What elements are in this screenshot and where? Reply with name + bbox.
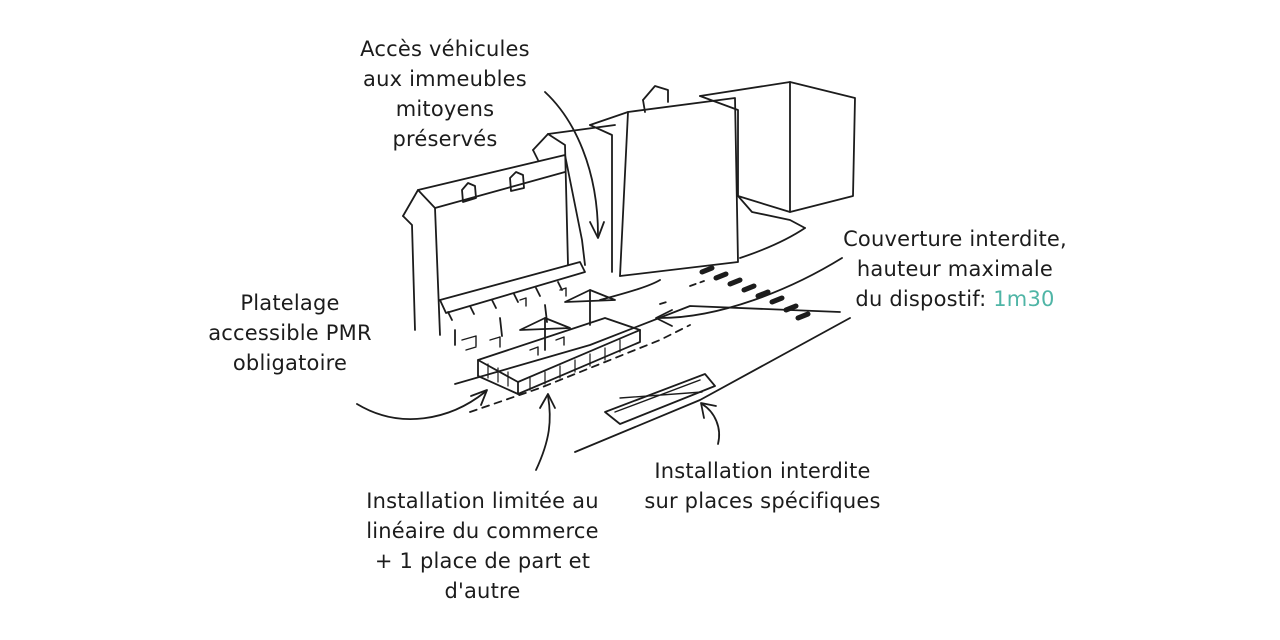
crosswalk bbox=[699, 265, 811, 321]
back-right-building bbox=[699, 81, 856, 213]
annotation-line: Installation limitée au bbox=[366, 489, 599, 513]
annotation-line: préservés bbox=[392, 127, 498, 151]
annotation-line: Couverture interdite, bbox=[843, 227, 1067, 251]
max-height-value: 1m30 bbox=[993, 287, 1055, 311]
annotation-line: + 1 place de part et bbox=[374, 549, 591, 573]
annotation-line: mitoyens bbox=[395, 97, 495, 121]
annotation-forbidden-places: Installation interdite sur places spécif… bbox=[630, 456, 895, 516]
annotation-line: hauteur maximale bbox=[856, 257, 1054, 281]
street bbox=[454, 195, 851, 453]
middle-building bbox=[532, 124, 616, 266]
annotation-limited-install: Installation limitée au linéaire du comm… bbox=[350, 486, 615, 606]
arrow-limitee bbox=[535, 395, 551, 471]
annotation-line: obligatoire bbox=[232, 351, 348, 375]
annotation-line: Accès véhicules bbox=[360, 37, 530, 61]
dormer-1 bbox=[461, 182, 477, 203]
arrow-interdite bbox=[701, 403, 720, 445]
annotation-vehicle-access: Accès véhicules aux immeubles mitoyens p… bbox=[340, 34, 550, 154]
awning bbox=[439, 261, 586, 314]
arrows bbox=[356, 91, 843, 471]
arrow-couverture bbox=[659, 257, 843, 319]
central-building bbox=[589, 97, 739, 277]
annotation-line: sur places spécifiques bbox=[644, 489, 881, 513]
annotation-line: d'autre bbox=[444, 579, 521, 603]
annotation-line: Platelage bbox=[240, 291, 340, 315]
forbidden-place bbox=[604, 373, 716, 425]
annotation-line: linéaire du commerce bbox=[366, 519, 599, 543]
annotation-decking: Platelage accessible PMR obligatoire bbox=[190, 288, 390, 378]
arrow-platelage bbox=[356, 391, 486, 420]
arrow-acces bbox=[544, 91, 599, 236]
annotation-line: aux immeubles bbox=[363, 67, 527, 91]
annotation-cover-forbidden: Couverture interdite, hauteur maximale d… bbox=[830, 224, 1080, 314]
annotation-line: du dispostif: 1m30 bbox=[830, 284, 1080, 314]
annotation-line: accessible PMR bbox=[208, 321, 372, 345]
front-building bbox=[402, 154, 586, 346]
annotation-line-prefix: du dispostif: bbox=[855, 287, 994, 311]
dormer-2 bbox=[509, 171, 525, 192]
terrace bbox=[461, 287, 641, 395]
annotation-line: Installation interdite bbox=[654, 459, 871, 483]
